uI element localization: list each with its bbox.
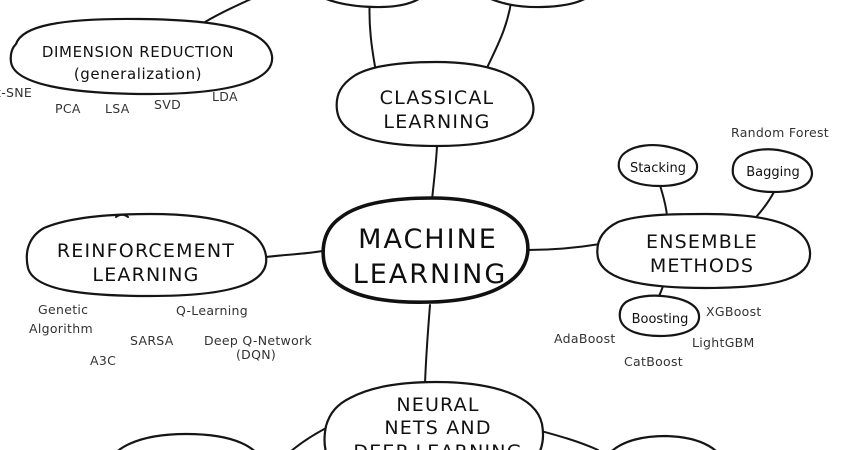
edge-ensemble-bagging bbox=[756, 189, 776, 217]
edge-dimension-top bbox=[204, 0, 252, 23]
edge-center-ensemble bbox=[526, 243, 601, 251]
dimension-reduction-node[interactable]: DIMENSION REDUCTION (generalization) bbox=[9, 17, 274, 96]
algo-genetic-line1: Genetic bbox=[38, 302, 88, 317]
algo-dqn-line1: Deep Q-Network bbox=[204, 333, 312, 348]
machine-learning-bubble bbox=[321, 196, 530, 305]
edge-center-reinforcement bbox=[265, 249, 328, 258]
bagging-node[interactable]: Bagging bbox=[731, 148, 814, 194]
offscreen-nodes bbox=[117, 0, 717, 450]
reinforcement-bubble-nick bbox=[115, 213, 129, 218]
top-left-node bbox=[326, 0, 420, 9]
machine-learning-line1: MACHINE bbox=[358, 224, 498, 255]
reinforcement-learning-node[interactable]: REINFORCEMENT LEARNING bbox=[25, 212, 268, 298]
bottom-left-node bbox=[117, 432, 255, 450]
top-right-node bbox=[490, 0, 585, 9]
classical-learning-bubble bbox=[335, 60, 535, 148]
edge-center-classical bbox=[431, 145, 438, 201]
algo-lightgbm: LightGBM bbox=[692, 335, 755, 350]
edge-center-neural bbox=[424, 304, 431, 385]
ensemble-methods-line1: ENSEMBLE bbox=[646, 231, 758, 253]
neural-nets-node[interactable]: NEURAL NETS AND DEEP LEARNING bbox=[323, 380, 545, 450]
algo-lda: LDA bbox=[212, 89, 238, 104]
machine-learning-line2: LEARNING bbox=[353, 259, 508, 290]
classical-learning-node[interactable]: CLASSICAL LEARNING bbox=[335, 60, 535, 148]
algo-xgboost: XGBoost bbox=[706, 304, 762, 319]
neural-nets-line2: NETS AND bbox=[384, 417, 491, 439]
edge-classical-top-right bbox=[485, 0, 513, 71]
classical-learning-line2: LEARNING bbox=[383, 111, 490, 133]
algo-lsa: LSA bbox=[105, 101, 130, 116]
dimension-reduction-title: DIMENSION REDUCTION bbox=[42, 43, 234, 61]
edge-classical-top-left bbox=[368, 0, 377, 73]
neural-nets-line1: NEURAL bbox=[396, 394, 479, 416]
algo-pca: PCA bbox=[55, 101, 81, 116]
stacking-node[interactable]: Stacking bbox=[617, 144, 699, 188]
bottom-right-node bbox=[611, 434, 717, 450]
ensemble-methods-bubble bbox=[596, 212, 812, 290]
dimension-reduction-algorithms: t-SNE PCA LSA SVD LDA bbox=[0, 85, 238, 116]
algo-a3c: A3C bbox=[90, 353, 116, 368]
algo-genetic-line2: Algorithm bbox=[29, 321, 93, 336]
algo-dqn-line2: (DQN) bbox=[236, 347, 276, 362]
algo-q-learning: Q-Learning bbox=[176, 303, 248, 318]
machine-learning-node[interactable]: MACHINE LEARNING bbox=[321, 196, 530, 305]
edge-ensemble-stacking bbox=[659, 184, 668, 217]
dimension-reduction-subtitle: (generalization) bbox=[74, 65, 202, 83]
algo-adaboost: AdaBoost bbox=[554, 331, 616, 346]
boosting-bubble bbox=[618, 294, 701, 338]
algo-catboost: CatBoost bbox=[624, 354, 683, 369]
algo-sarsa: SARSA bbox=[130, 333, 174, 348]
reinforcement-learning-bubble bbox=[25, 212, 268, 298]
ensemble-algorithms: Random Forest XGBoost AdaBoost LightGBM … bbox=[554, 125, 829, 369]
ensemble-methods-line2: METHODS bbox=[650, 255, 754, 277]
boosting-label: Boosting bbox=[632, 312, 689, 327]
bagging-label: Bagging bbox=[746, 165, 800, 180]
bagging-bubble bbox=[731, 148, 814, 194]
dimension-reduction-bubble bbox=[9, 17, 274, 96]
reinforcement-algorithms: Genetic Algorithm Q-Learning SARSA Deep … bbox=[29, 302, 312, 368]
boosting-node[interactable]: Boosting bbox=[618, 294, 701, 338]
stacking-label: Stacking bbox=[630, 161, 686, 176]
algo-tsne: t-SNE bbox=[0, 85, 32, 100]
classical-learning-line1: CLASSICAL bbox=[380, 87, 495, 109]
stacking-bubble bbox=[617, 144, 699, 188]
algo-svd: SVD bbox=[154, 97, 181, 112]
neural-nets-bubble bbox=[323, 380, 545, 450]
neural-nets-line3: DEEP LEARNING bbox=[353, 441, 522, 450]
algo-random-forest: Random Forest bbox=[731, 125, 829, 140]
reinforcement-learning-line1: REINFORCEMENT bbox=[57, 240, 235, 262]
reinforcement-learning-line2: LEARNING bbox=[92, 264, 199, 286]
ensemble-methods-node[interactable]: ENSEMBLE METHODS bbox=[596, 212, 812, 290]
